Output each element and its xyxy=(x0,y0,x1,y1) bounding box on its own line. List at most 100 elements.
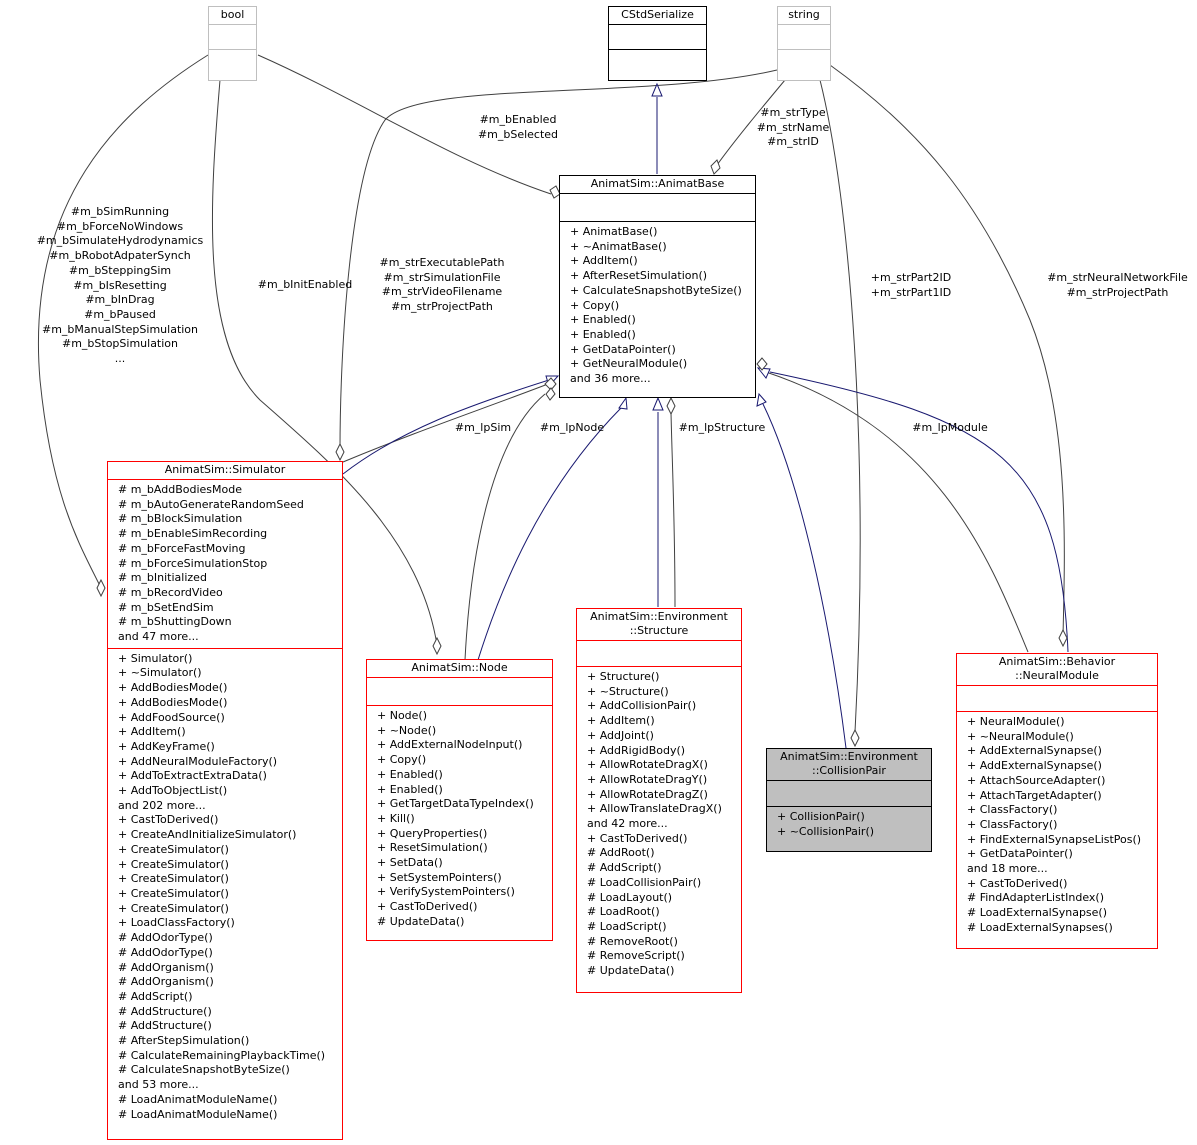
edge-label-line: #m_bSelected xyxy=(477,127,559,141)
edge-label-line: #m_lpSim xyxy=(454,421,512,434)
class-title: AnimatSim::Behavior ::NeuralModule xyxy=(957,654,1157,685)
member-line: + CreateSimulator() xyxy=(118,901,229,915)
diamond-simulator-flags xyxy=(96,578,106,598)
label-enabled-selected: #m_bEnabled#m_bSelected xyxy=(468,113,568,142)
edge-label-line: #m_lpStructure xyxy=(678,421,766,434)
member-line: # LoadScript() xyxy=(587,919,667,933)
class-bool[interactable]: bool xyxy=(208,6,257,81)
title-line: AnimatSim::Node xyxy=(411,661,508,674)
member-line: # m_bInitialized xyxy=(118,571,207,585)
member-line: # m_bRecordVideo xyxy=(118,585,223,599)
member-line: + Enabled() xyxy=(377,782,443,796)
edge-label-line: #m_strNeuralNetworkFile xyxy=(1047,271,1188,284)
edge-bool-to-node xyxy=(211,79,438,646)
edge-neural-to-animatbase xyxy=(765,371,1029,653)
class-title: AnimatSim::Environment ::Structure xyxy=(577,609,741,640)
member-line: + CreateSimulator() xyxy=(118,842,229,856)
member-line: + AttachSourceAdapter() xyxy=(967,773,1106,787)
member-line: # LoadAnimatModuleName() xyxy=(118,1092,278,1106)
member-line: # m_bEnableSimRecording xyxy=(118,527,268,541)
member-line: + Copy() xyxy=(377,753,427,767)
edge-label-line: #m_bInDrag xyxy=(85,293,155,307)
class-structure[interactable]: AnimatSim::Environment ::Structure + Str… xyxy=(576,608,742,993)
member-line: + AddFoodSource() xyxy=(118,710,225,724)
edge-label-line: #m_strSimulationFile xyxy=(383,270,501,284)
class-animatbase[interactable]: AnimatSim::AnimatBase + AnimatBase()+ ~A… xyxy=(559,175,756,398)
edge-simulator-to-animatbase xyxy=(342,383,549,463)
class-neuralmodule[interactable]: AnimatSim::Behavior ::NeuralModule + Neu… xyxy=(956,653,1158,949)
title-line: AnimatSim::Behavior xyxy=(998,655,1116,668)
title-line: CStdSerialize xyxy=(621,8,694,21)
member-line: + AddKeyFrame() xyxy=(118,739,215,753)
member-line: + Kill() xyxy=(377,811,415,825)
diamond-animatbase-lpstructure xyxy=(666,396,676,416)
methods-section: + Node()+ ~Node()+ AddExternalNodeInput(… xyxy=(367,705,552,930)
class-title: AnimatSim::Node xyxy=(367,660,552,677)
member-line: + AddNeuralModuleFactory() xyxy=(118,754,278,768)
edge-label-line: #m_bSteppingSim xyxy=(68,263,172,277)
methods-section xyxy=(209,49,256,81)
member-line: + AddJoint() xyxy=(587,728,654,742)
edge-string-to-animatbase xyxy=(716,79,786,166)
member-line: + AllowTranslateDragX() xyxy=(587,802,722,816)
methods-section xyxy=(778,49,830,81)
title-line: ::CollisionPair xyxy=(812,764,886,777)
arrowhead-base-node xyxy=(618,396,628,410)
label-lp-module: #m_lpModule xyxy=(902,421,998,436)
member-line: + AddBodiesMode() xyxy=(118,681,228,695)
title-line: AnimatSim::Environment xyxy=(780,750,918,763)
member-line: + CreateSimulator() xyxy=(118,857,229,871)
member-line: # LoadLayout() xyxy=(587,890,673,904)
attributes-section xyxy=(560,193,755,221)
member-line: + Copy() xyxy=(570,298,620,312)
label-simulator-strings: #m_strExecutablePath#m_strSimulationFile… xyxy=(368,256,516,315)
member-line: # UpdateData() xyxy=(587,964,675,978)
edge-label-line: #m_strName xyxy=(756,120,830,134)
class-title: CStdSerialize xyxy=(609,7,706,24)
member-line: # CalculateSnapshotByteSize() xyxy=(118,1063,290,1077)
member-line: + GetDataPointer() xyxy=(967,847,1073,861)
member-line: + Structure() xyxy=(587,670,660,683)
class-collisionpair[interactable]: AnimatSim::Environment ::CollisionPair +… xyxy=(766,748,932,852)
member-line: + AllowRotateDragY() xyxy=(587,772,708,786)
member-line: + AfterResetSimulation() xyxy=(570,269,708,283)
member-line: + AddItem() xyxy=(587,714,655,728)
member-line: + AddExternalNodeInput() xyxy=(377,738,523,752)
inherit-simulator-animatbase xyxy=(342,379,550,475)
member-line: + ~Node() xyxy=(377,723,437,737)
member-line: + AddCollisionPair() xyxy=(587,699,697,713)
member-line: + ~Structure() xyxy=(587,684,669,698)
class-string[interactable]: string xyxy=(777,6,831,81)
class-simulator[interactable]: AnimatSim::Simulator # m_bAddBodiesMode#… xyxy=(107,461,343,1140)
inherit-collision-animatbase xyxy=(762,403,847,749)
diamond-node-initenabled xyxy=(432,636,442,656)
edge-label-line: +m_strPart2ID xyxy=(870,271,952,284)
label-neural-strings: #m_strNeuralNetworkFile#m_strProjectPath xyxy=(1040,271,1195,300)
member-line: + CalculateSnapshotByteSize() xyxy=(570,283,742,297)
edge-string-to-collision xyxy=(819,79,861,733)
class-cstdserialize[interactable]: CStdSerialize xyxy=(608,6,707,81)
member-line: + CreateSimulator() xyxy=(118,886,229,900)
member-line: + CastToDerived() xyxy=(587,831,688,845)
member-line: + AddExternalSynapse() xyxy=(967,759,1102,773)
member-line: # m_bShuttingDown xyxy=(118,615,232,629)
member-line: # AddScript() xyxy=(587,861,662,875)
edge-label-line: #m_bSimRunning xyxy=(70,205,170,218)
member-line: # AddOrganism() xyxy=(118,975,214,989)
edge-label-line: #m_bRobotAdpaterSynch xyxy=(49,249,191,263)
edge-label-line: #m_strType xyxy=(760,106,826,119)
label-lp-structure: #m_lpStructure xyxy=(672,421,772,436)
edge-label-line: #m_bSimulateHydrodynamics xyxy=(36,234,204,248)
member-line: # LoadCollisionPair() xyxy=(587,875,702,889)
edge-label-line: #m_bIsResetting xyxy=(73,278,167,292)
member-line: + SetSystemPointers() xyxy=(377,870,502,884)
member-line: # m_bForceFastMoving xyxy=(118,541,246,555)
member-line: + AddToExtractExtraData() xyxy=(118,769,267,783)
methods-section: + Simulator()+ ~Simulator()+ AddBodiesMo… xyxy=(108,647,342,1123)
member-line: + GetDataPointer() xyxy=(570,342,676,356)
methods-section xyxy=(609,49,706,81)
edge-label-line: #m_strExecutablePath xyxy=(379,256,505,269)
class-node[interactable]: AnimatSim::Node + Node()+ ~Node()+ AddEx… xyxy=(366,659,553,941)
class-title: AnimatSim::Simulator xyxy=(108,462,342,479)
